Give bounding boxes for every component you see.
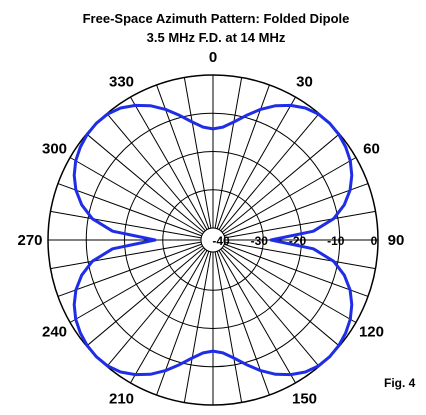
angle-label: 330 (109, 74, 134, 91)
pattern-series (72, 103, 354, 377)
angle-label: 30 (296, 74, 313, 91)
angle-label: 210 (109, 390, 134, 407)
db-ring (124, 151, 302, 329)
angle-label: 300 (42, 141, 67, 158)
db-label: -30 (251, 234, 269, 248)
angle-label: 0 (209, 49, 217, 66)
figure-label: Fig. 4 (384, 376, 416, 390)
angle-label: 240 (42, 324, 67, 341)
center-hub (200, 227, 226, 253)
angle-labels: 0306090120150180210240270300330 (17, 49, 405, 407)
db-label: -10 (327, 234, 345, 248)
chart-subtitle: 3.5 MHz F.D. at 14 MHz (147, 30, 286, 45)
polar-grid (47, 74, 379, 406)
chart-title: Free-Space Azimuth Pattern: Folded Dipol… (83, 11, 350, 26)
angle-label: 150 (292, 390, 317, 407)
db-label: 0 (371, 234, 378, 248)
angle-label: 270 (17, 232, 42, 249)
pattern-line (72, 103, 354, 377)
angle-label: 60 (363, 141, 380, 158)
db-label: -40 (212, 234, 230, 248)
db-ring (85, 112, 341, 368)
angle-label: 120 (359, 324, 384, 341)
db-ring (162, 189, 264, 291)
db-ring (47, 74, 379, 406)
angle-label: 90 (388, 232, 405, 249)
